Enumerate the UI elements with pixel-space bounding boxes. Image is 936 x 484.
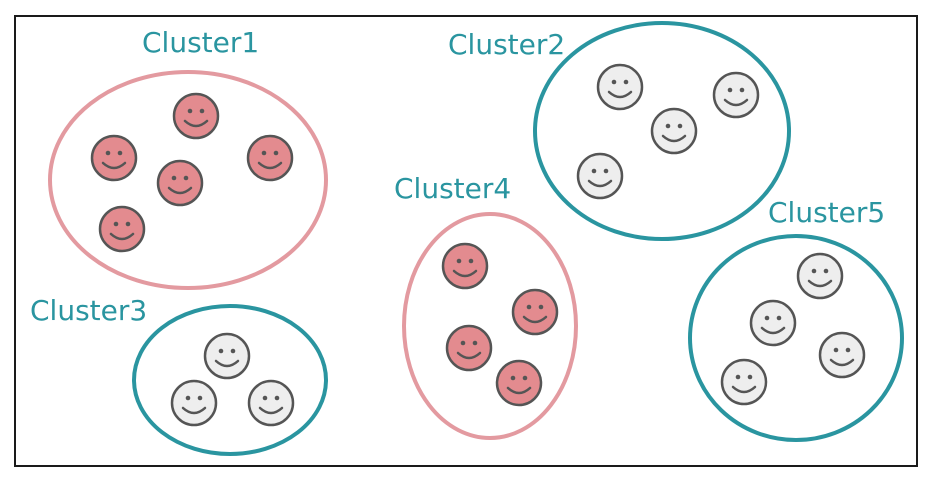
cluster2-label: Cluster2 bbox=[448, 28, 565, 61]
smiley-face-icon bbox=[445, 324, 493, 372]
smiley-face-icon bbox=[495, 359, 543, 407]
cluster4-label: Cluster4 bbox=[394, 172, 511, 205]
smiley-face-icon bbox=[650, 107, 698, 155]
smiley-face-icon bbox=[712, 71, 760, 119]
smiley-face-icon bbox=[156, 159, 204, 207]
smiley-face-icon bbox=[596, 63, 644, 111]
smiley-face-icon bbox=[172, 92, 220, 140]
smiley-face-icon bbox=[818, 331, 866, 379]
smiley-face-icon bbox=[720, 358, 768, 406]
cluster3-label: Cluster3 bbox=[30, 294, 147, 327]
smiley-face-icon bbox=[576, 152, 624, 200]
member-faces bbox=[90, 63, 866, 427]
cluster2-boundary bbox=[533, 21, 791, 241]
cluster5-boundary bbox=[688, 234, 904, 442]
smiley-face-icon bbox=[98, 205, 146, 253]
diagram-frame bbox=[14, 15, 918, 467]
smiley-face-icon bbox=[749, 299, 797, 347]
cluster4-boundary bbox=[402, 212, 578, 440]
smiley-face-icon bbox=[170, 379, 218, 427]
smiley-face-icon bbox=[441, 242, 489, 290]
smiley-face-icon bbox=[511, 288, 559, 336]
cluster1-boundary bbox=[48, 70, 328, 290]
cluster3-boundary bbox=[132, 304, 328, 456]
smiley-face-icon bbox=[247, 379, 295, 427]
smiley-face-icon bbox=[796, 252, 844, 300]
smiley-face-icon bbox=[90, 134, 138, 182]
cluster5-label: Cluster5 bbox=[768, 196, 885, 229]
cluster1-label: Cluster1 bbox=[142, 26, 259, 59]
smiley-face-icon bbox=[203, 332, 251, 380]
smiley-face-icon bbox=[246, 134, 294, 182]
